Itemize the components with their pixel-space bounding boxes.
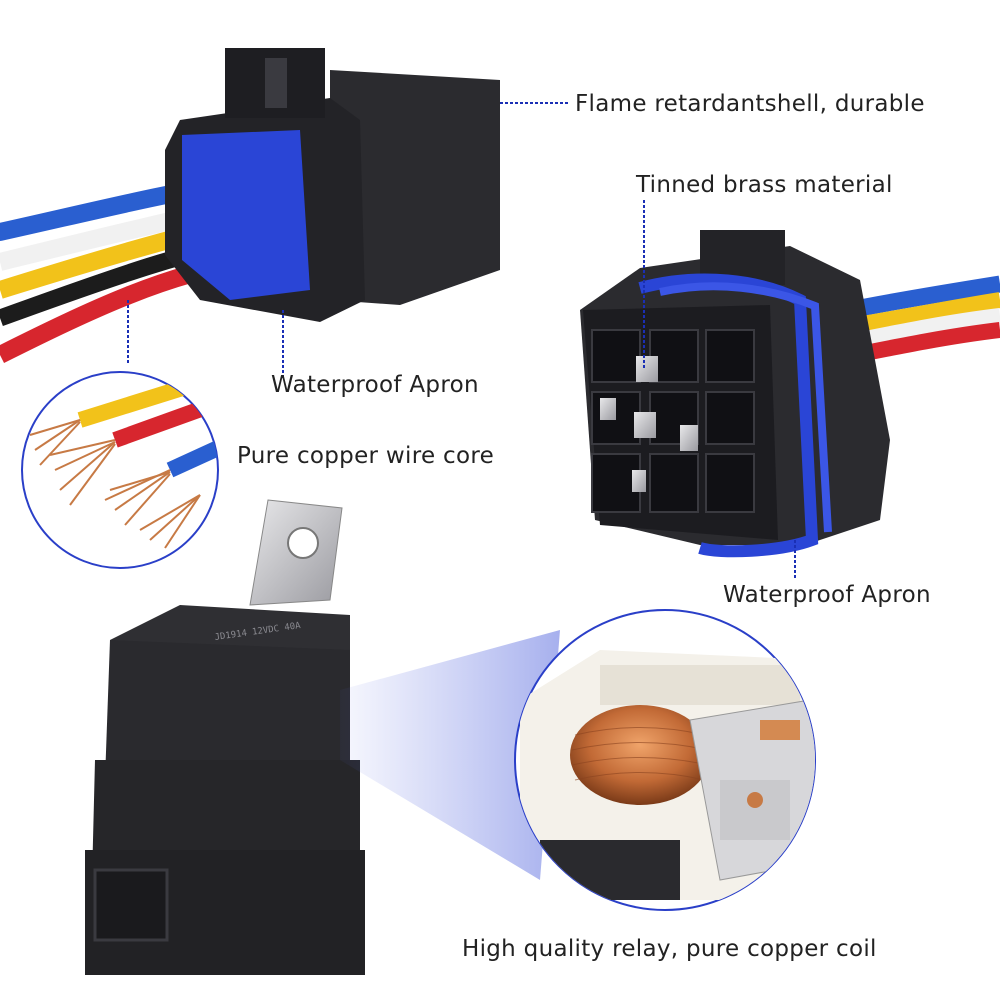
relay-base-clip (93, 868, 169, 942)
callout-waterproof-apron-left: Waterproof Apron (271, 372, 479, 398)
socket-pin-cavities (591, 329, 755, 513)
wired-connector (0, 48, 500, 364)
relay-body-upper (105, 640, 350, 790)
callout-pure-copper-core: Pure copper wire core (237, 443, 495, 469)
pin-socket (580, 230, 1000, 558)
connector-seal (182, 130, 310, 300)
callout-waterproof-apron-right: Waterproof Apron (723, 582, 931, 608)
callout-relay-copper-coil: High quality relay, pure copper coil (462, 936, 877, 962)
leader-lines (127, 102, 796, 578)
zoom-beam (340, 630, 560, 880)
connector-housing-side (330, 70, 500, 305)
relay-coil-inset (514, 609, 816, 911)
copper-core-inset (21, 371, 219, 569)
callout-flame-retardant-shell: Flame retardantshell, durable (575, 91, 925, 117)
relay-unit: JD1914 12VDC 40A (85, 499, 365, 975)
callout-tinned-brass: Tinned brass material (636, 172, 893, 198)
tinned-brass-terminals (600, 356, 698, 492)
copper-coil (570, 705, 710, 805)
